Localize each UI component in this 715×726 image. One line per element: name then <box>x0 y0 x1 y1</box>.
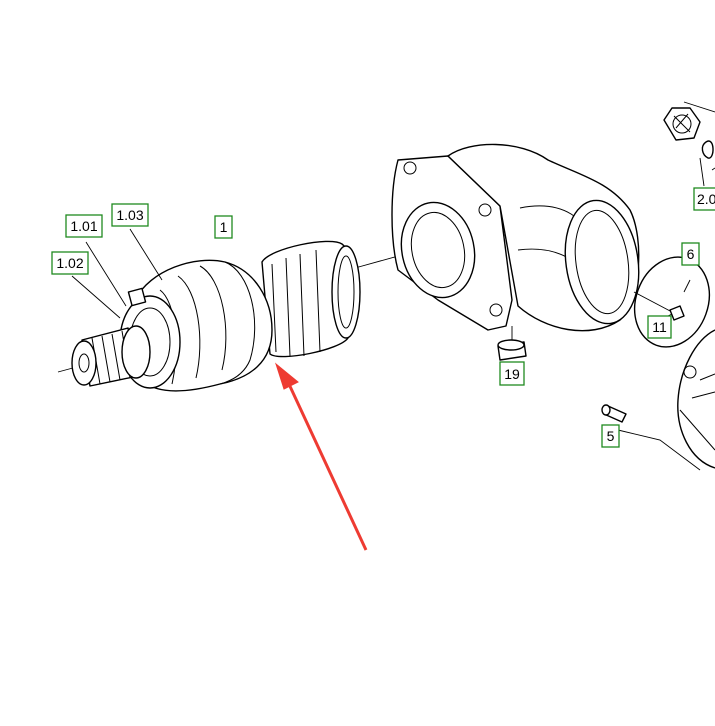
label-1-02: 1.02 <box>51 251 89 275</box>
elbow-housing <box>391 143 640 332</box>
nut-fitting-top-right <box>663 101 715 187</box>
plug-part-19 <box>497 326 527 361</box>
leader-1-01 <box>85 241 127 307</box>
label-11: 11 <box>647 315 672 339</box>
svg-text:1.03: 1.03 <box>116 207 143 223</box>
label-1: 1 <box>214 215 233 239</box>
svg-text:6: 6 <box>687 246 695 262</box>
pin-part-5 <box>601 404 701 471</box>
label-6: 6 <box>681 242 700 266</box>
svg-text:19: 19 <box>504 366 520 382</box>
motor-body-right <box>677 329 715 469</box>
red-arrow-annotation <box>275 362 368 551</box>
svg-text:1.02: 1.02 <box>56 255 83 271</box>
svg-text:11: 11 <box>652 319 667 335</box>
leader-1-03 <box>129 228 163 281</box>
splined-shaft <box>71 325 151 387</box>
label-2-0: 2.0 <box>693 187 715 211</box>
leader-1-02 <box>71 275 121 319</box>
label-5: 5 <box>601 424 620 448</box>
svg-text:5: 5 <box>607 428 615 444</box>
svg-text:1: 1 <box>220 219 228 235</box>
coupling-sleeve <box>261 240 361 358</box>
svg-text:1.01: 1.01 <box>70 218 97 234</box>
svg-text:2.0: 2.0 <box>697 191 715 207</box>
label-19: 19 <box>499 361 525 386</box>
label-1-01: 1.01 <box>65 214 103 238</box>
label-1-03: 1.03 <box>111 203 149 227</box>
